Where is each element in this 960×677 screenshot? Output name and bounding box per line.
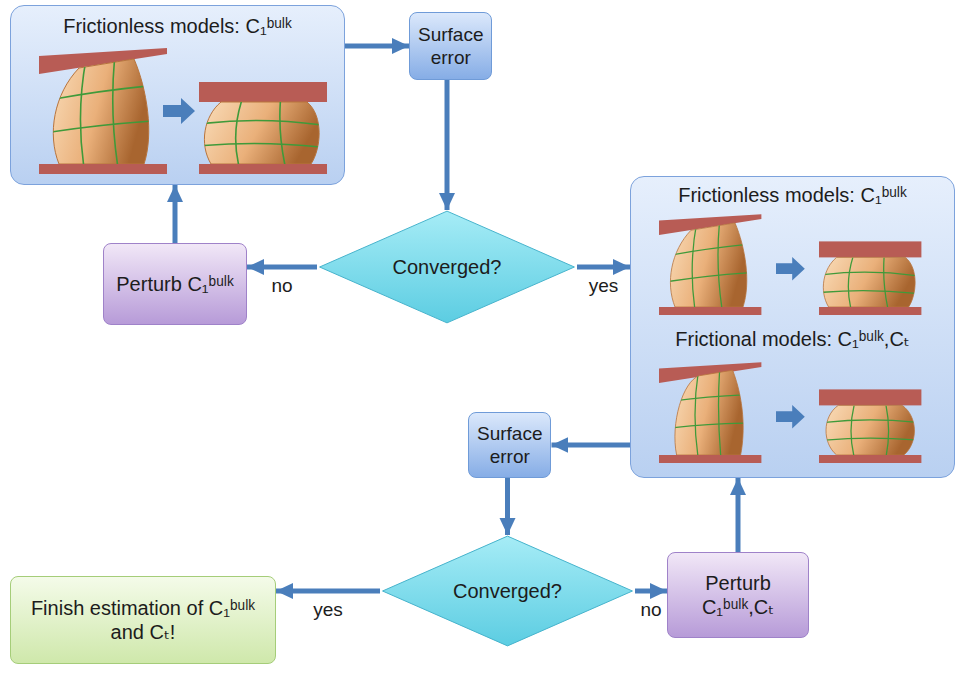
flow-arrow bbox=[635, 589, 667, 594]
flow-arrow bbox=[445, 80, 450, 210]
node-text: Finish estimation of C₁ᵇᵘˡᵏ and Cₜ! bbox=[19, 596, 267, 645]
compressed-specimen bbox=[199, 82, 329, 174]
node-text: Perturb C₁ᵇᵘˡᵏ,Cₜ bbox=[676, 571, 800, 620]
model-panel: Frictionless models: C₁ᵇᵘˡᵏFrictional mo… bbox=[630, 176, 955, 478]
panel-heading: Frictionless models: C₁ᵇᵘˡᵏ bbox=[11, 14, 344, 38]
flow-arrow bbox=[551, 443, 630, 448]
compression-arrow bbox=[163, 98, 195, 124]
edge-label: no bbox=[638, 600, 663, 621]
flow-arrow bbox=[505, 478, 510, 535]
edge-label: yes bbox=[587, 276, 621, 297]
decision-diamond: Converged? bbox=[317, 210, 577, 324]
compressed-specimen bbox=[819, 389, 923, 463]
compression-arrow bbox=[776, 257, 805, 280]
uncompressed-specimen bbox=[659, 362, 763, 463]
flow-arrow bbox=[345, 44, 409, 49]
flow-arrow bbox=[276, 589, 380, 594]
edge-label: yes bbox=[311, 600, 345, 621]
node-text: Converged? bbox=[453, 579, 562, 603]
flow-arrow bbox=[173, 185, 178, 243]
decision-diamond: Converged? bbox=[380, 535, 635, 647]
uncompressed-specimen bbox=[39, 48, 169, 174]
model-panel: Frictionless models: C₁ᵇᵘˡᵏ bbox=[10, 5, 345, 185]
flow-arrow bbox=[247, 265, 317, 270]
edge-label: no bbox=[269, 276, 294, 297]
flow-arrow bbox=[577, 265, 630, 270]
terminal-box: Finish estimation of C₁ᵇᵘˡᵏ and Cₜ! bbox=[10, 576, 276, 664]
node-text: Perturb C₁ᵇᵘˡᵏ bbox=[116, 272, 233, 296]
panel-heading: Frictionless models: C₁ᵇᵘˡᵏ bbox=[631, 183, 954, 207]
perturb-box: Perturb C₁ᵇᵘˡᵏ bbox=[103, 243, 247, 325]
compressed-specimen bbox=[819, 241, 923, 315]
node-text: Converged? bbox=[393, 255, 502, 279]
flow-arrow bbox=[736, 478, 741, 552]
node-text: Surface error bbox=[418, 23, 483, 69]
process-box: Surface error bbox=[409, 12, 492, 80]
node-text: Surface error bbox=[477, 422, 542, 468]
process-box: Surface error bbox=[468, 412, 551, 478]
perturb-box: Perturb C₁ᵇᵘˡᵏ,Cₜ bbox=[667, 552, 809, 638]
uncompressed-specimen bbox=[659, 214, 763, 315]
compression-arrow bbox=[776, 405, 805, 428]
panel-heading: Frictional models: C₁ᵇᵘˡᵏ,Cₜ bbox=[631, 327, 954, 351]
